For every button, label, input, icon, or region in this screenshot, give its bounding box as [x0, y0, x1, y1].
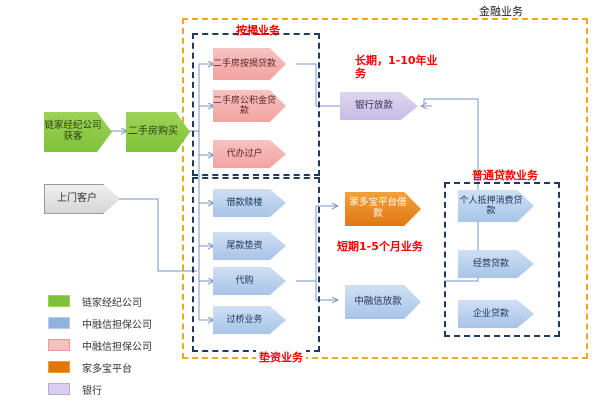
legend-item-lianjia: 链家经纪公司	[48, 290, 152, 312]
legend-item-jdb: 家多宝平台	[48, 356, 152, 378]
legend-item-zrx-blue: 中融信担保公司	[48, 312, 152, 334]
node-zrx-loan-label: 中融信放款	[354, 295, 402, 307]
legend-swatch-green	[48, 295, 70, 307]
legend-swatch-blue	[48, 317, 70, 329]
legend-label-jdb: 家多宝平台	[82, 363, 132, 375]
node-fund-loan[interactable]: 二手房公积金贷款	[213, 90, 286, 122]
node-corporate-loan[interactable]: 企业贷款	[458, 300, 534, 328]
node-business-loan-label: 经营贷款	[472, 258, 509, 269]
node-transfer-service[interactable]: 代办过户	[213, 140, 286, 168]
node-personal-mortgage-consumer-loan[interactable]: 个人抵押消费贷款	[458, 190, 534, 222]
node-agent-purchase-label: 代购	[235, 275, 254, 286]
node-bridge-business[interactable]: 过桥业务	[213, 306, 286, 334]
region-ordinary-loan	[444, 182, 560, 337]
node-bridge-business-label: 过桥业务	[226, 314, 263, 325]
node-bank-loan[interactable]: 银行放款	[340, 92, 418, 120]
node-zrx-loan[interactable]: 中融信放款	[345, 285, 421, 319]
legend-label-zrx-pink: 中融信担保公司	[82, 341, 152, 353]
legend-label-lianjia: 链家经纪公司	[82, 297, 142, 309]
node-jdb-platform-loan[interactable]: 家多宝平台借款	[345, 192, 421, 226]
node-jdb-platform-loan-label: 家多宝平台借款	[349, 197, 407, 219]
node-lianjia-agency-label: 链家经纪公司获客	[44, 120, 102, 142]
node-fund-loan-label: 二手房公积金贷款	[213, 95, 277, 116]
node-redeem-loan-label: 借款赎楼	[226, 197, 263, 208]
legend-swatch-orange	[48, 361, 70, 373]
node-personal-mortgage-consumer-loan-label: 个人抵押消费贷款	[459, 195, 523, 216]
note-long-term: 长期，1-10年业务	[355, 54, 438, 81]
node-agent-purchase[interactable]: 代购	[213, 267, 286, 295]
node-walkin-customer-label: 上门客户	[57, 193, 97, 205]
legend-item-bank: 银行	[48, 378, 152, 400]
note-short-term: 短期1-5个月业务	[337, 240, 423, 253]
label-finance-region: 金融业务	[479, 5, 523, 18]
legend-swatch-purple	[48, 383, 70, 395]
node-business-loan[interactable]: 经营贷款	[458, 250, 534, 278]
node-transfer-service-label: 代办过户	[226, 148, 263, 159]
label-advance-region: 垫资业务	[256, 349, 306, 365]
legend-item-zrx-pink: 中融信担保公司	[48, 334, 152, 356]
region-mortgage	[192, 33, 320, 176]
node-balance-advance[interactable]: 尾款垫资	[213, 232, 286, 260]
node-bank-loan-label: 银行放款	[354, 99, 393, 111]
node-corporate-loan-label: 企业贷款	[472, 308, 509, 319]
node-resale-purchase[interactable]: 二手房购买	[126, 112, 190, 152]
node-resale-purchase-label: 二手房购买	[128, 126, 178, 138]
label-mortgage-region: 按揭业务	[236, 24, 280, 37]
region-finance	[182, 18, 588, 359]
node-mortgage-loan-label: 二手房按揭贷款	[213, 58, 277, 69]
node-redeem-loan[interactable]: 借款赎楼	[213, 189, 286, 217]
legend-label-bank: 银行	[82, 385, 102, 397]
legend: 链家经纪公司 中融信担保公司 中融信担保公司 家多宝平台 银行	[48, 290, 152, 400]
node-mortgage-loan[interactable]: 二手房按揭贷款	[213, 48, 286, 80]
node-lianjia-agency[interactable]: 链家经纪公司获客	[44, 112, 112, 152]
node-balance-advance-label: 尾款垫资	[226, 240, 263, 251]
label-ordinary-loan-region: 普通贷款业务	[472, 169, 538, 182]
node-walkin-customer[interactable]: 上门客户	[44, 184, 120, 214]
legend-swatch-pink	[48, 339, 70, 351]
legend-label-zrx-blue: 中融信担保公司	[82, 319, 152, 331]
